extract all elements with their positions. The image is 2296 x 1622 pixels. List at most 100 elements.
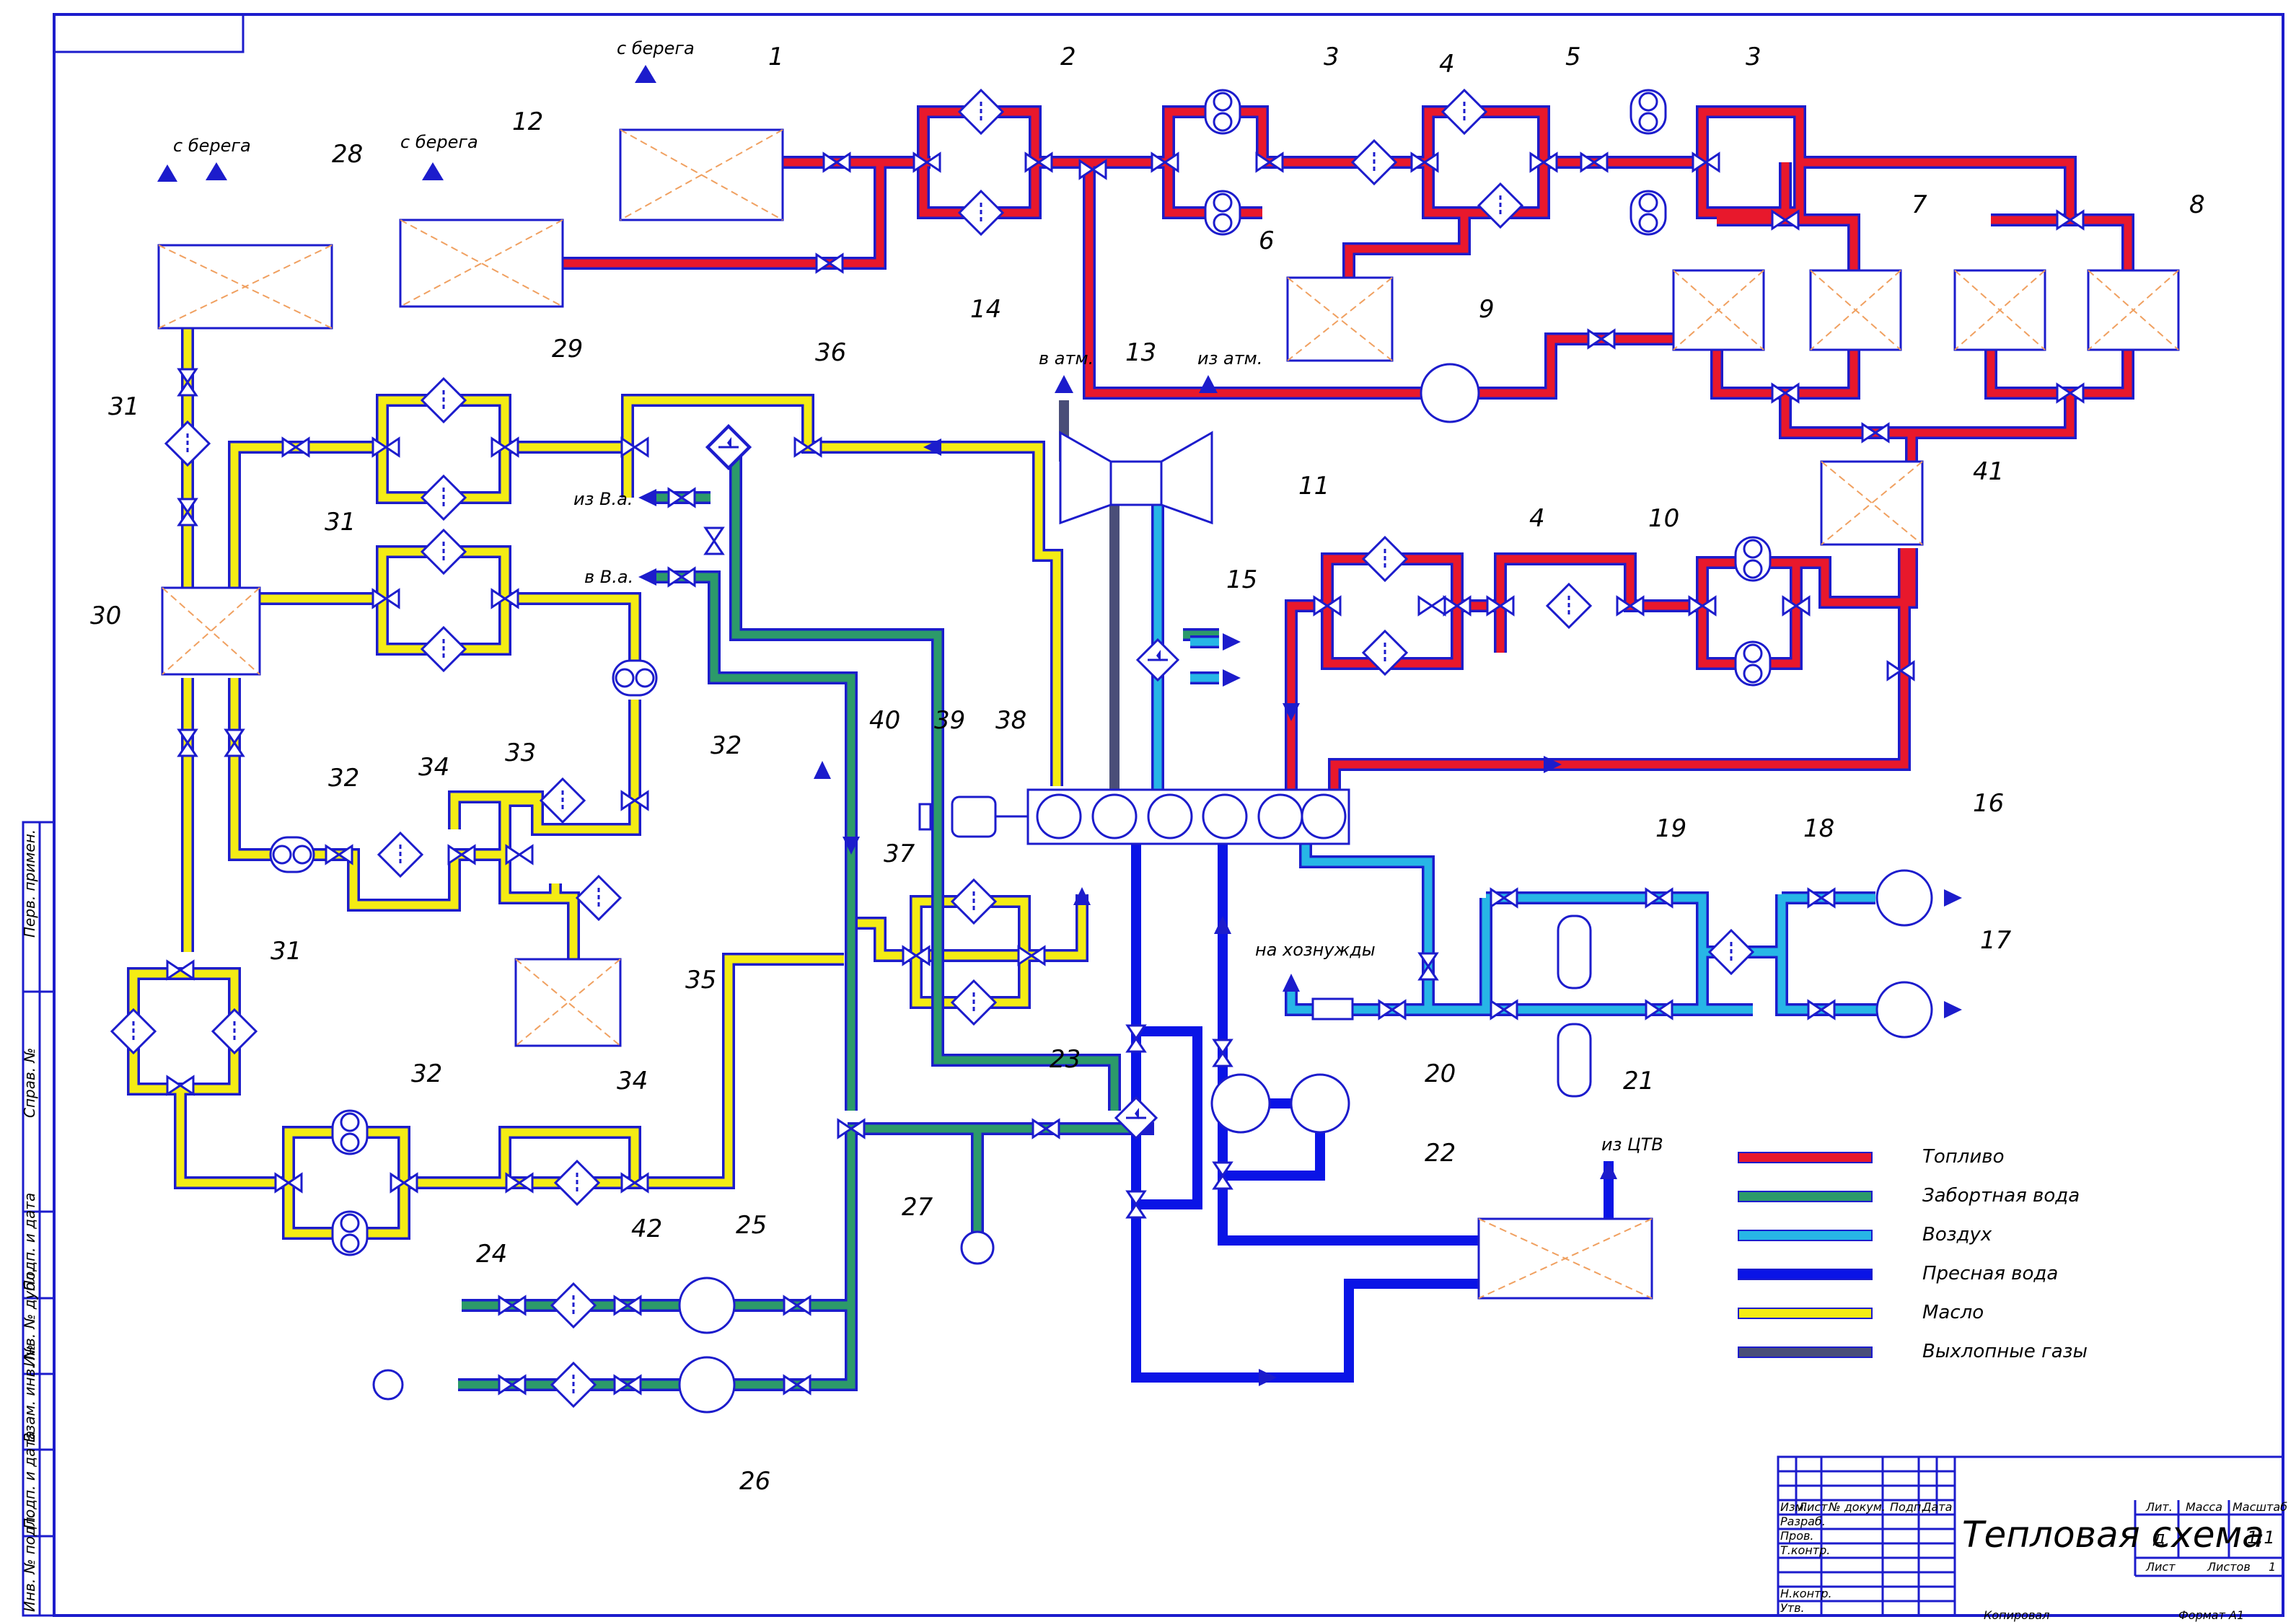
svg-text:23: 23 — [1050, 1045, 1081, 1074]
tb-format: Формат A1 — [2178, 1608, 2244, 1622]
tb-scale-value: 1:1 — [2247, 1528, 2275, 1548]
tb-izm: Изм. — [1780, 1500, 1808, 1514]
svg-text:18: 18 — [1803, 814, 1834, 843]
note-household: на хознужды — [1255, 940, 1376, 960]
tb-sheets-value: 1 — [2269, 1560, 2276, 1574]
air-cooler-19b — [1557, 1023, 1592, 1098]
pump-17 — [1875, 981, 1933, 1039]
svg-text:32: 32 — [328, 764, 359, 793]
ejector-20 — [1311, 997, 1354, 1021]
legend-fresh-water: Пресная вода — [1922, 1263, 2058, 1284]
components — [157, 128, 2180, 1414]
air-cooler-19a — [1557, 914, 1592, 989]
turbine-14 — [1059, 431, 1112, 525]
svg-text:19: 19 — [1655, 814, 1686, 843]
svg-text:13: 13 — [1125, 338, 1156, 367]
tb-data: Дата — [1922, 1500, 1952, 1514]
svg-text:5: 5 — [1565, 43, 1581, 71]
tb-scale-label: Масштаб — [2233, 1500, 2287, 1514]
svg-text:20: 20 — [1425, 1059, 1456, 1088]
svg-text:26: 26 — [739, 1467, 770, 1496]
svg-text:32: 32 — [411, 1059, 442, 1088]
note-from-shore-1: с берега — [617, 38, 695, 58]
svg-text:3: 3 — [1746, 43, 1761, 71]
svg-text:24: 24 — [476, 1240, 507, 1269]
tb-sheet-label: Лист — [2145, 1560, 2176, 1574]
svg-text:7: 7 — [1912, 190, 1927, 219]
tb-lit-value: д — [2152, 1528, 2165, 1548]
svg-text:41: 41 — [1973, 457, 2004, 486]
svg-text:34: 34 — [418, 753, 449, 782]
svg-text:4: 4 — [1439, 50, 1455, 79]
legend: Топливо Забортная вода Воздух Пресная во… — [1738, 1146, 2088, 1362]
svg-text:38: 38 — [995, 706, 1026, 735]
side-stamp-4: Инв. № дубл. — [21, 1268, 38, 1367]
note-from-shore-12: с берега — [400, 132, 478, 152]
svg-text:11: 11 — [1298, 472, 1329, 501]
svg-text:36: 36 — [815, 338, 846, 367]
title-block — [1777, 1455, 2284, 1617]
pump-22a — [1210, 1073, 1271, 1134]
tank-6 — [1286, 276, 1394, 362]
pump-16 — [1875, 869, 1933, 927]
tb-lit-label: Лит. — [2145, 1500, 2173, 1514]
strainer-27 — [960, 1230, 995, 1265]
pump-9 — [1420, 363, 1480, 423]
svg-text:42: 42 — [631, 1215, 662, 1243]
sheet-border — [53, 13, 2284, 1617]
legend-air: Воздух — [1922, 1224, 1992, 1246]
svg-text:3: 3 — [1324, 43, 1340, 71]
svg-text:37: 37 — [884, 839, 915, 868]
tb-nkontr: Н.контр. — [1780, 1587, 1832, 1600]
tb-list: Лист — [1798, 1500, 1828, 1514]
svg-text:2: 2 — [1060, 43, 1076, 71]
svg-text:16: 16 — [1973, 789, 2004, 818]
tb-mass-label: Масса — [2186, 1500, 2222, 1514]
tb-prov: Пров. — [1780, 1529, 1814, 1543]
flow-arrows — [157, 65, 1962, 1386]
sea-chest-24 — [372, 1369, 404, 1401]
svg-text:32: 32 — [711, 731, 742, 760]
svg-text:31: 31 — [325, 508, 356, 537]
tb-sheets-label: Листов — [2207, 1560, 2251, 1574]
pipe-notes: с берега с берега с берега в атм. из атм… — [173, 38, 1663, 1155]
svg-text:33: 33 — [505, 739, 536, 767]
svg-text:30: 30 — [90, 601, 121, 630]
side-stamp-3: Подп. и дата — [21, 1193, 38, 1291]
tb-copied: Копировал — [1984, 1608, 2049, 1622]
propeller-40 — [918, 803, 932, 831]
svg-text:35: 35 — [685, 966, 716, 995]
tb-title: Тепловая схема — [1962, 1514, 2264, 1556]
svg-text:17: 17 — [1980, 926, 2012, 955]
svg-text:15: 15 — [1226, 565, 1257, 594]
svg-text:10: 10 — [1648, 504, 1679, 533]
side-stamp-labels: Перв. примен. Справ. № Подп. и дата Инв.… — [21, 829, 38, 1612]
tb-utv: Утв. — [1780, 1601, 1805, 1615]
side-stamp-1: Перв. примен. — [21, 829, 38, 938]
note-to-atm: в атм. — [1039, 348, 1094, 369]
legend-exhaust: Выхлопные газы — [1922, 1341, 2088, 1362]
svg-text:6: 6 — [1259, 226, 1275, 255]
legend-fuel: Топливо — [1922, 1146, 2005, 1168]
note-from-va: из В.а. — [573, 489, 633, 509]
svg-text:12: 12 — [512, 107, 543, 136]
note-to-va: в В.а. — [584, 567, 633, 587]
svg-text:22: 22 — [1425, 1139, 1456, 1168]
legend-sea-water: Забортная вода — [1922, 1185, 2080, 1207]
tb-razrab: Разраб. — [1780, 1515, 1826, 1528]
side-stamp-6: Подп. и дата — [21, 1431, 38, 1529]
note-from-atm: из атм. — [1197, 348, 1262, 369]
gearbox-39 — [951, 795, 997, 838]
compressor-13 — [1160, 431, 1213, 525]
title-block-text: Изм. Лист № докум. Подп. Дата Разраб. Пр… — [1780, 1500, 2287, 1622]
tb-tkontr: Т.контр. — [1780, 1543, 1830, 1557]
pump-22b — [1290, 1073, 1350, 1134]
svg-text:4: 4 — [1529, 504, 1545, 533]
tb-podp: Подп. — [1890, 1500, 1925, 1514]
tb-ndoc: № докум. — [1828, 1500, 1886, 1514]
svg-text:8: 8 — [2189, 190, 2205, 219]
svg-text:1: 1 — [768, 43, 784, 71]
svg-text:14: 14 — [970, 295, 1001, 324]
